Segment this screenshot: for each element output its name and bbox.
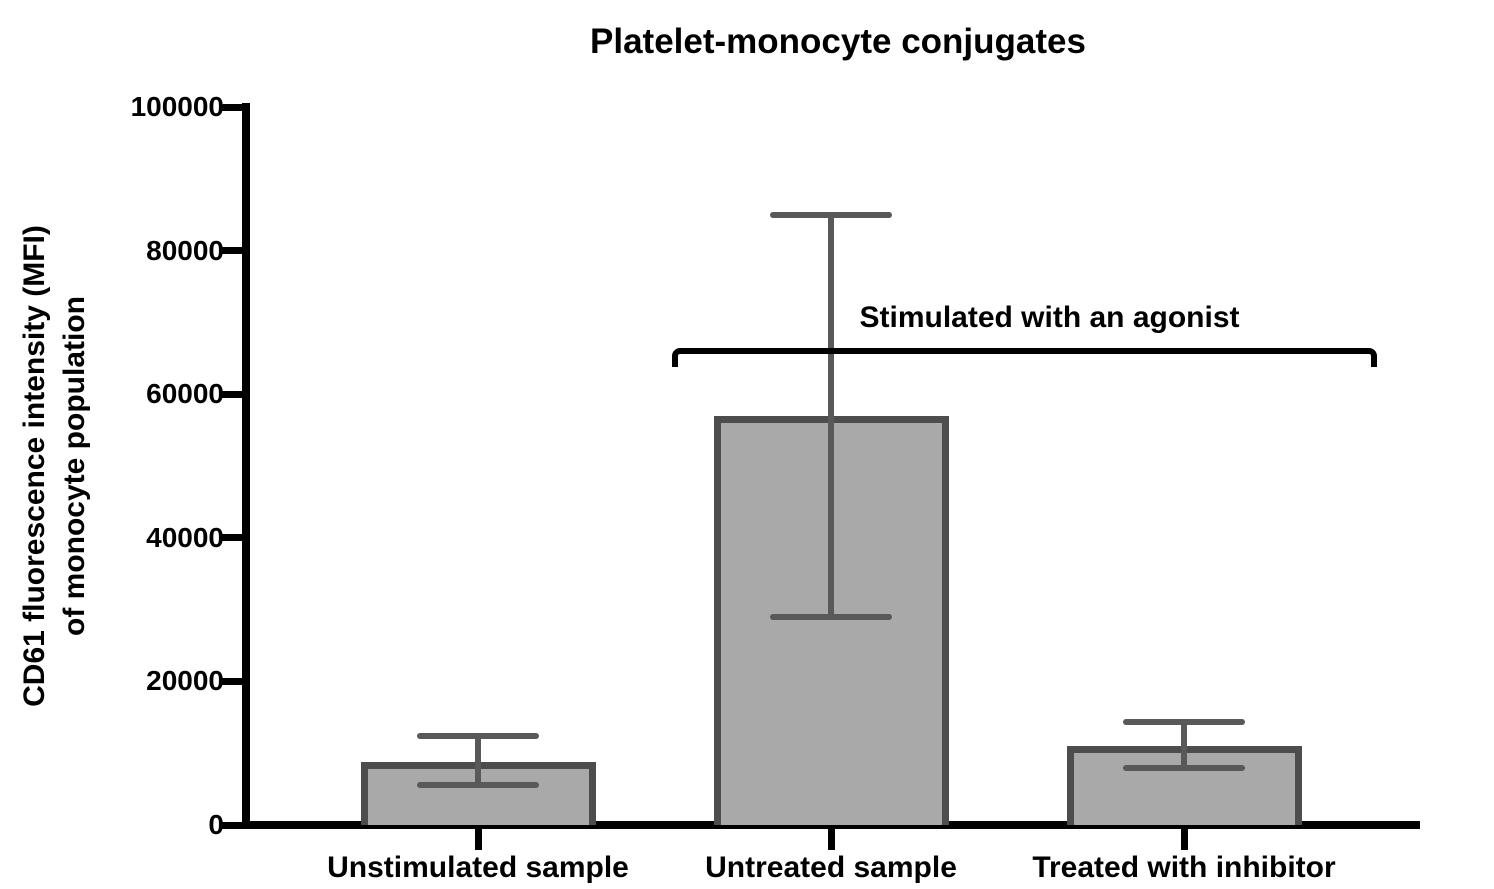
y-tick-mark xyxy=(222,534,243,542)
y-axis-title-line2: of monocyte population xyxy=(58,296,91,636)
error-bar-cap-high-1 xyxy=(417,732,539,739)
y-tick-label: 80000 xyxy=(146,234,224,266)
y-tick-label: 100000 xyxy=(130,91,224,122)
annotation-bracket xyxy=(672,347,1377,367)
x-tick-label-2: Untreated sample xyxy=(705,851,957,884)
y-tick-label: 0 xyxy=(208,809,224,840)
y-tick-mark xyxy=(222,677,243,685)
y-tick-label: 40000 xyxy=(146,521,224,553)
x-tick-mark xyxy=(1180,829,1188,850)
y-tick-mark xyxy=(222,390,243,398)
x-tick-mark xyxy=(827,829,835,850)
x-tick-label-1: Unstimulated sample xyxy=(327,851,629,884)
x-axis-line xyxy=(242,821,1420,829)
x-tick-mark xyxy=(474,829,482,850)
y-axis-title-line1: CD61 fluorescence intensity (MFI) xyxy=(18,225,51,707)
y-tick-label: 60000 xyxy=(146,378,224,410)
y-tick-mark xyxy=(222,103,243,111)
error-bar-cap-high-2 xyxy=(770,211,892,218)
chart-title: Platelet-monocyte conjugates xyxy=(590,22,1086,61)
y-tick-mark xyxy=(222,821,243,829)
annotation-label: Stimulated with an agonist xyxy=(859,300,1240,334)
error-bar-cap-low-1 xyxy=(417,781,539,788)
error-bar-cap-low-2 xyxy=(770,613,892,620)
y-axis-line xyxy=(242,103,250,829)
error-bar-cap-high-3 xyxy=(1123,719,1245,726)
x-tick-label-3: Treated with inhibitor xyxy=(1032,851,1336,884)
y-tick-label: 20000 xyxy=(146,665,224,697)
error-bar-cap-low-3 xyxy=(1123,764,1245,771)
error-bar-line-2 xyxy=(828,214,834,617)
error-bar-line-1 xyxy=(475,735,481,785)
y-tick-mark xyxy=(222,247,243,255)
y-axis-title: CD61 fluorescence intensity (MFI) of mon… xyxy=(15,225,95,707)
error-bar-line-3 xyxy=(1181,722,1187,768)
